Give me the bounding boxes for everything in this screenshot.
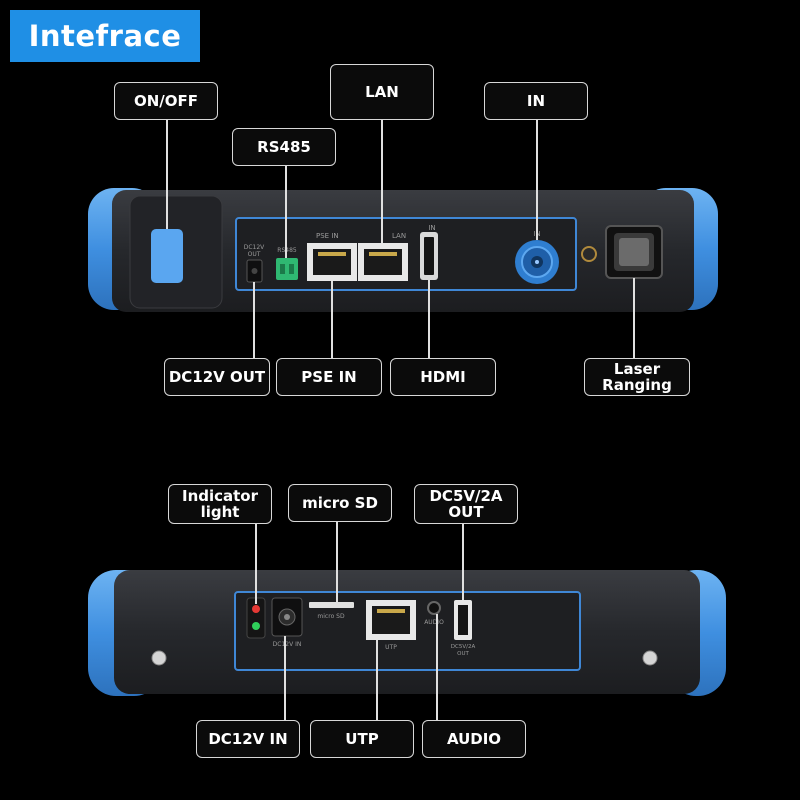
led-red [252, 605, 260, 613]
power-button [151, 229, 183, 283]
label-dc5v-out: DC5V/2A OUT [414, 484, 518, 524]
label-laser-ranging: Laser Ranging [584, 358, 690, 396]
silk-utp: UTP [385, 644, 397, 651]
label-audio: AUDIO [422, 720, 526, 758]
silk-hdmi-in: IN [428, 224, 435, 232]
label-dc12v-out: DC12V OUT [164, 358, 270, 396]
silk-audio: AUDIO [424, 619, 444, 626]
label-on-off: ON/OFF [114, 82, 218, 120]
label-pse-in: PSE IN [276, 358, 382, 396]
bottom-callout-lines [255, 522, 464, 722]
screw-left [151, 650, 167, 666]
label-lan: LAN [330, 64, 434, 120]
label-rs485: RS485 [232, 128, 336, 166]
audio-jack [427, 601, 441, 615]
silk-micro-sd: micro SD [317, 613, 345, 620]
silk-dc5v-out: DC5V/2A [451, 644, 476, 650]
silk-rs485: RS485 [277, 247, 297, 254]
top-callout-lines [166, 120, 635, 364]
silk-lan: LAN [392, 232, 406, 240]
bottom-device: DC12V IN micro SD UTP AUDIO DC5V/2A OUT [88, 570, 726, 696]
svg-text:OUT: OUT [457, 651, 469, 657]
label-micro-sd: micro SD [288, 484, 392, 522]
label-dc12v-in: DC12V IN [196, 720, 300, 758]
tripod-screw [581, 246, 597, 262]
label-in: IN [484, 82, 588, 120]
silk-dc12v-out: DC12V [244, 244, 265, 251]
silk-pse-in: PSE IN [316, 232, 339, 240]
silk-dc12v-in: DC12V IN [273, 641, 302, 648]
page-title: Intefrace [10, 10, 200, 62]
svg-text:OUT: OUT [248, 251, 261, 258]
screw-right [642, 650, 658, 666]
label-indicator-light: Indicator light [168, 484, 272, 524]
label-utp: UTP [310, 720, 414, 758]
top-device: DC12V OUT RS485 PSE IN LAN IN IN [88, 188, 718, 312]
micro-sd-slot [309, 602, 354, 608]
label-hdmi: HDMI [390, 358, 496, 396]
rs485-terminal [276, 258, 298, 280]
led-green [252, 622, 260, 630]
